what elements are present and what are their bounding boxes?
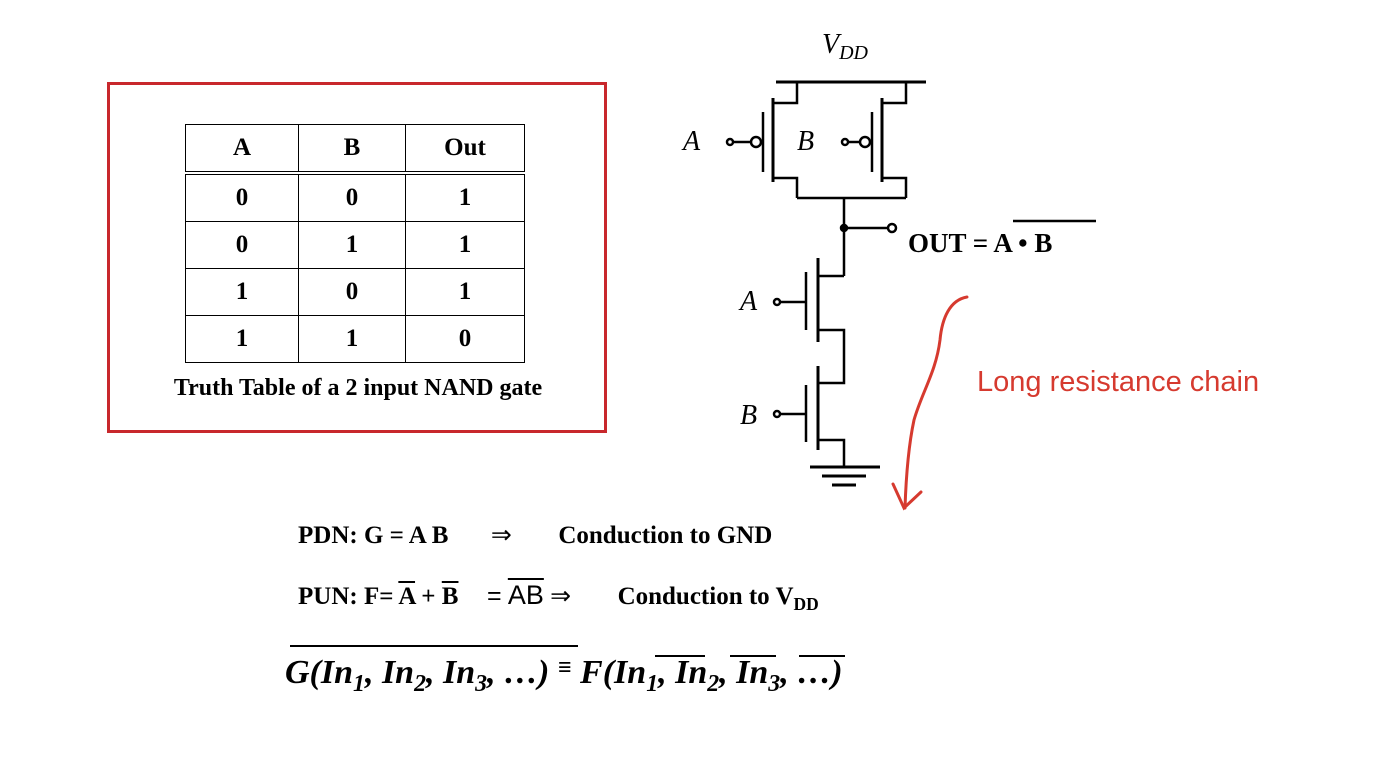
cell: 0 <box>405 315 525 363</box>
cell: 1 <box>405 268 525 316</box>
cell: 0 <box>298 172 406 222</box>
truth-table: A B Out 0 0 1 0 1 1 1 0 1 1 1 0 <box>185 124 525 363</box>
table-row: 1 1 0 <box>185 315 525 363</box>
pun-equation: PUN: F= A + B = AB ⇒ Conduction to VDD <box>298 580 819 615</box>
equiv-sign: ≡ <box>557 655 572 681</box>
resistance-arrow <box>891 295 969 511</box>
pun-arrow: ⇒ <box>550 583 572 610</box>
pmos-a-terminal <box>725 137 735 147</box>
pun-a: A <box>398 583 416 610</box>
pdn-prefix: PDN: G = A B <box>298 522 449 549</box>
nmos-b-terminal <box>772 409 782 419</box>
truth-table-header-row: A B Out <box>185 124 525 175</box>
resistance-arrow-head <box>891 482 923 511</box>
pmos-b-terminal <box>840 137 850 147</box>
nmos-a-terminal <box>772 297 782 307</box>
nmos-b-source <box>818 438 846 467</box>
cell: 1 <box>405 221 525 269</box>
pmos-b-label: B <box>797 126 814 157</box>
vdd-label: VDD <box>822 29 869 64</box>
duality-equation: G(In1, In2, In3, …) ≡ F(In1, In2, In3, …… <box>285 654 843 698</box>
cell: 0 <box>298 268 406 316</box>
output-terminal <box>886 222 898 234</box>
nmos-b-label: B <box>740 400 757 431</box>
pmos-a-label: A <box>681 126 701 157</box>
f-function: F(In1, In2, In3, …) <box>580 654 843 698</box>
header-out: Out <box>405 124 525 175</box>
truth-table-caption: Truth Table of a 2 input NAND gate <box>173 375 543 401</box>
pdn-result: Conduction to GND <box>558 522 773 549</box>
circuit-wires <box>725 80 926 487</box>
g-function: G(In1, In2, In3, …) <box>285 654 550 698</box>
pun-prefix: PUN: F= <box>298 583 399 610</box>
cell: 1 <box>298 315 406 363</box>
cell: 1 <box>298 221 406 269</box>
pdn-equation: PDN: G = A B ⇒ Conduction to GND <box>298 520 772 550</box>
cell: 1 <box>185 315 299 363</box>
pun-result: Conduction to VDD <box>617 583 819 615</box>
output-expression: OUT = A • B <box>908 228 1052 258</box>
table-row: 1 0 1 <box>185 268 525 316</box>
truth-table-frame <box>107 82 607 433</box>
table-row: 0 0 1 <box>185 172 525 222</box>
cell: 1 <box>185 268 299 316</box>
pun-plus: + <box>415 583 442 610</box>
pmos-a-source <box>773 82 799 105</box>
pun-b: B <box>441 583 459 610</box>
table-row: 0 1 1 <box>185 221 525 269</box>
pun-ab: AB <box>507 580 544 610</box>
pdn-arrow: ⇒ <box>490 522 512 549</box>
cell: 0 <box>185 172 299 222</box>
nmos-a-label: A <box>738 286 758 317</box>
header-b: B <box>298 124 406 175</box>
pmos-a-drain <box>773 176 799 198</box>
pun-eq: = <box>486 582 502 610</box>
pmos-b-drain <box>882 176 908 198</box>
pmos-b-source <box>882 82 908 105</box>
resistance-arrow-shaft <box>903 295 969 510</box>
long-resistance-chain-note: Long resistance chain <box>977 366 1260 398</box>
header-a: A <box>185 124 299 175</box>
